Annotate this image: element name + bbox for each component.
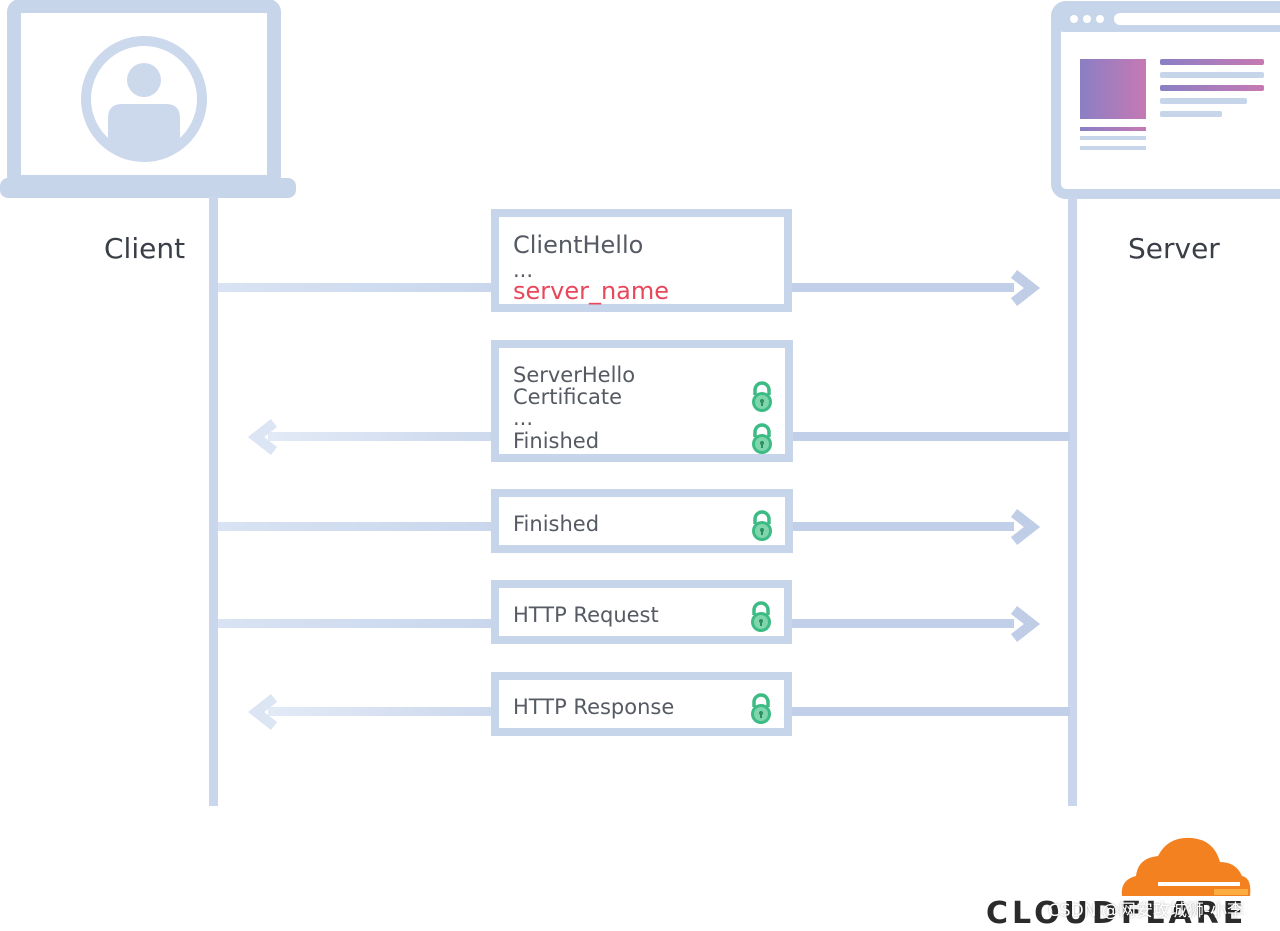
message-finished: Finished — [491, 489, 793, 553]
padlock-icon — [751, 693, 771, 724]
message-connector — [218, 619, 498, 628]
message-http-response: HTTP Response — [491, 672, 792, 736]
message-line: ServerHello — [513, 363, 636, 387]
padlock-icon — [752, 423, 772, 454]
arrowhead-right-icon — [1010, 509, 1041, 545]
message-connector — [268, 707, 498, 716]
message-http-request: HTTP Request — [491, 580, 792, 644]
client-laptop-icon — [0, 0, 300, 200]
arrowhead-right-icon — [1010, 270, 1041, 306]
message-line: ... — [513, 258, 534, 282]
arrowhead-left-icon — [247, 419, 278, 455]
message-server-hello: ServerHello Certificate ... Finished — [491, 340, 793, 462]
message-line: Finished — [513, 429, 600, 453]
server-browser-icon — [1050, 0, 1280, 200]
cloudflare-logo-text: CLOUDFLARE — [986, 896, 1248, 931]
server-label: Server — [1128, 232, 1220, 265]
padlock-icon — [752, 381, 772, 412]
message-line: HTTP Response — [513, 695, 675, 719]
message-connector — [218, 522, 498, 531]
message-connector — [786, 707, 1070, 716]
message-client-hello: ClientHello ... server_name — [491, 209, 792, 312]
message-line: ClientHello — [513, 231, 644, 259]
arrowhead-left-icon — [247, 694, 278, 730]
message-connector — [218, 283, 498, 292]
padlock-icon — [752, 510, 772, 541]
message-connector — [268, 432, 498, 441]
message-connector — [786, 619, 1014, 628]
arrowhead-right-icon — [1010, 606, 1041, 642]
server-name-extension: server_name — [513, 277, 670, 305]
cloudflare-cloud-icon — [1121, 837, 1251, 896]
client-lifeline — [209, 196, 218, 806]
client-label: Client — [104, 232, 186, 265]
message-connector — [786, 522, 1014, 531]
padlock-icon — [751, 601, 771, 632]
message-line: HTTP Request — [513, 603, 659, 627]
message-line: Finished — [513, 512, 600, 536]
message-connector — [786, 432, 1070, 441]
message-line: ... — [513, 406, 534, 430]
message-line: Certificate — [513, 385, 623, 409]
csdn-watermark: CSDN @网安攻城狮-小李 — [1048, 901, 1245, 921]
message-connector — [786, 283, 1014, 292]
server-lifeline — [1068, 196, 1077, 806]
